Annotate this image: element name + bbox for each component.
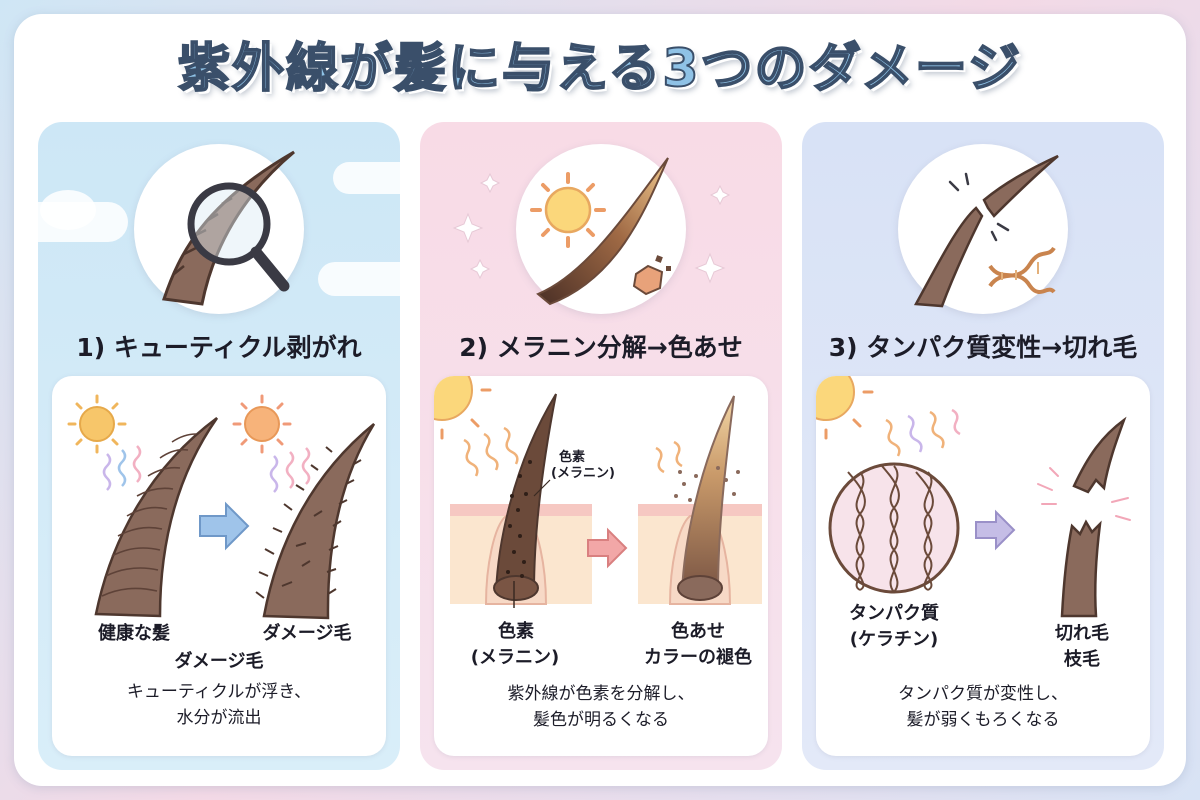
cloud-decoration (40, 190, 96, 230)
melanin-illustration (434, 376, 762, 608)
icon-circle (516, 144, 686, 314)
label-breakage-1: 切れ毛 (1055, 623, 1109, 644)
panel-heading: 2) メラニン分解→色あせ (459, 333, 743, 362)
panel-protein: 3) タンパク質変性→切れ毛 (802, 122, 1164, 770)
sun-icon (530, 172, 606, 248)
illustration-card: タンパク質 (ケラチン) 切れ毛 枝毛 タンパク質が変性し、 髪が弱くもろくなる (816, 376, 1150, 756)
label-pigment-small-2: (メラニン) (551, 466, 615, 481)
illustration-card: 色素 (メラニン) 色素 (メラニン) 色あせ カラーの褪色 紫外線が色素を分解… (434, 376, 768, 756)
illustration-card: 健康な髪 ダメージ毛 ダメージ毛 キューティクルが浮き、 水分が流出 (52, 376, 386, 756)
label-fading-1: 色あせ (671, 621, 725, 642)
sun-hair-icon (530, 157, 671, 306)
panel-melanin: 2) メラニン分解→色あせ (420, 122, 782, 770)
label-damaged-hair-sub: ダメージ毛 (174, 651, 264, 672)
caption-line-2: 髪色が明るくなる (533, 710, 669, 730)
label-breakage-2: 枝毛 (1064, 649, 1100, 670)
caption-line-1: タンパク質が変性し、 (898, 684, 1068, 704)
sun-icon (67, 394, 127, 454)
dna-icon (988, 246, 1056, 294)
caption-line-2: 水分が流出 (176, 708, 262, 728)
page-title: 紫外線が髪に与える3つのダメージ (177, 38, 1023, 100)
panel-cuticle: 1) キューティクル剥がれ (38, 122, 400, 770)
cuticle-illustration (67, 394, 376, 620)
label-protein-1: タンパク質 (849, 603, 939, 624)
sun-icon (434, 376, 492, 440)
panel-heading: 3) タンパク質変性→切れ毛 (828, 333, 1138, 362)
label-protein-2: (ケラチン) (849, 629, 939, 650)
sun-icon (816, 376, 874, 440)
icon-circle (898, 144, 1068, 314)
caption-line-1: キューティクルが浮き、 (126, 682, 312, 702)
sun-icon (232, 394, 292, 454)
label-pigment-1: 色素 (498, 621, 534, 642)
cloud-decoration (333, 162, 400, 194)
caption-line-1: 紫外線が色素を分解し、 (507, 684, 695, 704)
label-fading-2: カラーの褪色 (644, 647, 752, 668)
label-pigment-small-1: 色素 (558, 450, 585, 465)
label-damaged-hair: ダメージ毛 (262, 623, 352, 644)
protein-illustration (816, 376, 1131, 618)
icon-circle (134, 144, 304, 314)
caption-line-2: 髪が弱くもろくなる (906, 710, 1060, 730)
magnifier-icon (162, 150, 295, 306)
panel-heading: 1) キューティクル剥がれ (76, 333, 362, 362)
broken-hair-icon (913, 154, 1059, 308)
cloud-decoration (318, 262, 400, 296)
label-pigment-2: (メラニン) (470, 647, 560, 668)
sparkle-icon (452, 172, 731, 284)
label-healthy-hair: 健康な髪 (98, 623, 170, 644)
